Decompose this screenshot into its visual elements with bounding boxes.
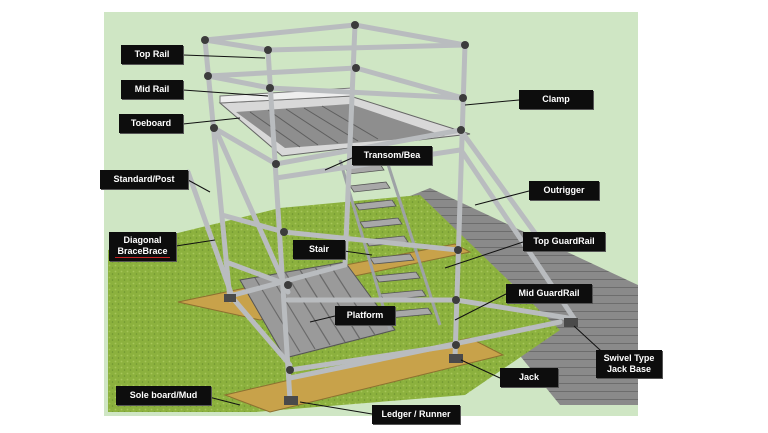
label-top-rail: Top Rail — [121, 45, 183, 64]
clamp-fittings — [201, 21, 469, 374]
label-mid-guardrail: Mid GuardRail — [506, 284, 592, 303]
leader-lines — [175, 54, 613, 415]
label-swivel-line2: Jack Base — [606, 364, 652, 374]
label-top-guardrail: Top GuardRail — [523, 232, 605, 251]
label-standard-post: Standard/Post — [100, 170, 188, 189]
label-diagonal-brace-line1: Diagonal — [123, 235, 162, 245]
label-jack: Jack — [500, 368, 558, 387]
label-transom: Transom/Bea — [352, 146, 432, 165]
label-stair: Stair — [293, 240, 345, 259]
label-diagonal-brace: Diagonal BraceBrace — [109, 232, 176, 261]
label-swivel-jack-base: Swivel Type Jack Base — [596, 350, 662, 378]
label-toeboard: Toeboard — [119, 114, 183, 133]
label-mid-rail: Mid Rail — [121, 80, 183, 99]
label-ledger-runner: Ledger / Runner — [372, 405, 460, 424]
label-swivel-line1: Swivel Type — [603, 353, 655, 363]
top-deck-planks — [236, 104, 445, 148]
label-clamp: Clamp — [519, 90, 593, 109]
label-outrigger: Outrigger — [529, 181, 599, 200]
label-platform: Platform — [335, 306, 395, 325]
label-diagonal-brace-line2: BraceBrace — [115, 246, 170, 258]
label-sole-board: Sole board/Mud — [116, 386, 211, 405]
jack-bases — [224, 294, 578, 405]
